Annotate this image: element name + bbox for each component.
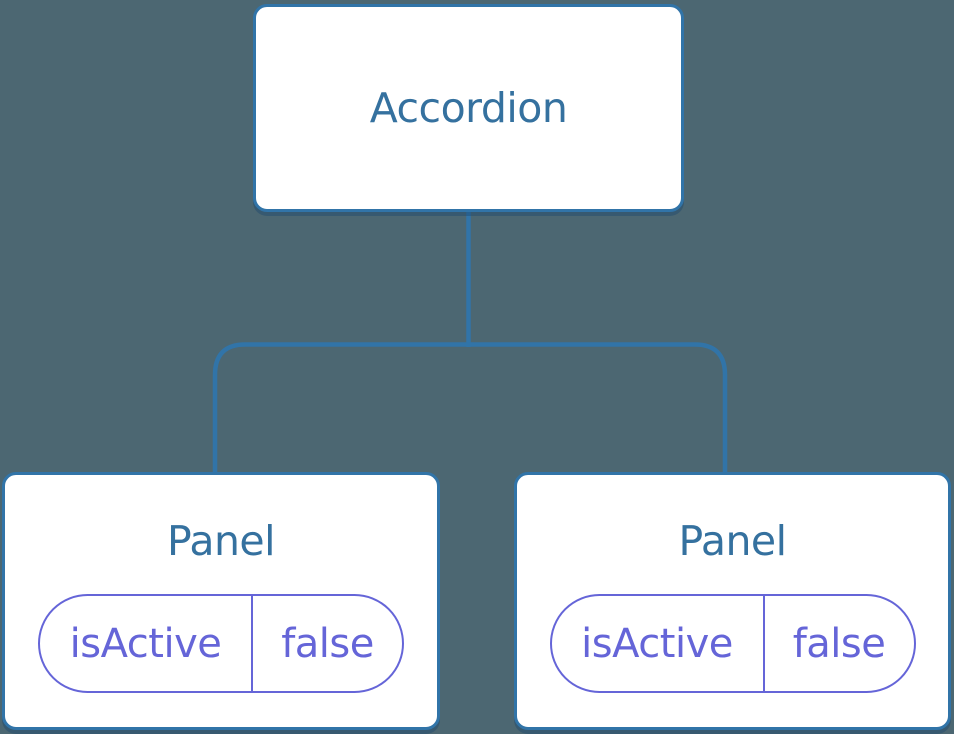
- children-bracket-line: [212, 342, 728, 474]
- panel-1-state-pill: isActive false: [38, 594, 404, 693]
- accordion-node-label: Accordion: [369, 84, 568, 132]
- panel-node-1-label: Panel: [166, 517, 276, 565]
- accordion-node: Accordion: [253, 4, 684, 212]
- panel-1-state-value: false: [251, 596, 402, 691]
- panel-node-2-label: Panel: [678, 517, 787, 565]
- panel-node-1: Panel isActive false: [2, 472, 440, 730]
- panel-2-state-pill: isActive false: [549, 594, 916, 693]
- panel-node-2: Panel isActive false: [514, 472, 951, 730]
- panel-2-state-key: isActive: [581, 620, 733, 667]
- panel-1-state-key: isActive: [69, 620, 222, 667]
- panel-2-state-value: false: [762, 596, 914, 691]
